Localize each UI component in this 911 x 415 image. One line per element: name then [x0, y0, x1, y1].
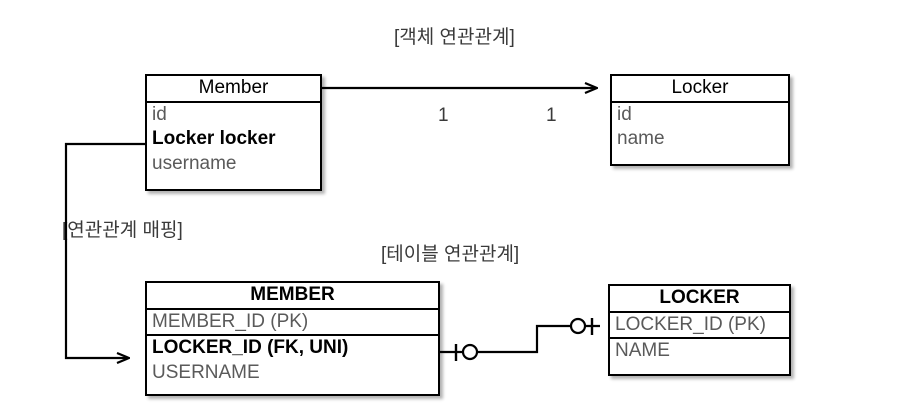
- table-column-locker-id: LOCKER_ID (PK): [610, 313, 789, 340]
- crowfoot-one-to-one-member-locker: [440, 317, 600, 361]
- class-attribute-member-id: id: [152, 104, 167, 125]
- table-title-locker: LOCKER: [610, 286, 789, 313]
- table-box-member: MEMBER MEMBER_ID (PK) LOCKER_ID (FK, UNI…: [145, 281, 440, 396]
- table-title-member: MEMBER: [147, 283, 438, 310]
- table-column-member-locker-id: LOCKER_ID (FK, UNI): [152, 337, 349, 359]
- multiplicity-source: 1: [438, 105, 449, 126]
- table-column-member-id: MEMBER_ID (PK): [147, 310, 438, 337]
- class-box-locker: Locker id name: [610, 74, 790, 166]
- class-title-locker: Locker: [612, 76, 788, 103]
- class-attribute-locker-id: id: [617, 104, 632, 125]
- table-column-list-locker: LOCKER_ID (PK) NAME: [610, 313, 789, 364]
- class-attribute-locker-name: name: [617, 128, 665, 150]
- class-box-member: Member id Locker locker username: [145, 74, 322, 191]
- class-attribute-member-username: username: [152, 152, 237, 174]
- caption-object-association: [객체 연관관계]: [394, 27, 515, 48]
- caption-table-association: [테이블 연관관계]: [381, 244, 520, 265]
- mapping-arrow-locker-field-to-locker-id-column: [64, 142, 145, 358]
- class-title-member: Member: [147, 76, 320, 103]
- caption-association-mapping: [연관관계 매핑]: [62, 220, 183, 241]
- table-box-locker: LOCKER LOCKER_ID (PK) NAME: [608, 284, 791, 376]
- table-column-list-member: MEMBER_ID (PK) LOCKER_ID (FK, UNI) USERN…: [147, 310, 438, 385]
- class-attribute-member-locker: Locker locker: [152, 128, 276, 150]
- class-attribute-list-locker: id name: [612, 103, 788, 152]
- table-column-locker-name: NAME: [615, 340, 670, 362]
- multiplicity-target: 1: [546, 105, 557, 126]
- table-column-member-username: USERNAME: [152, 361, 260, 383]
- class-attribute-list-member: id Locker locker username: [147, 103, 320, 176]
